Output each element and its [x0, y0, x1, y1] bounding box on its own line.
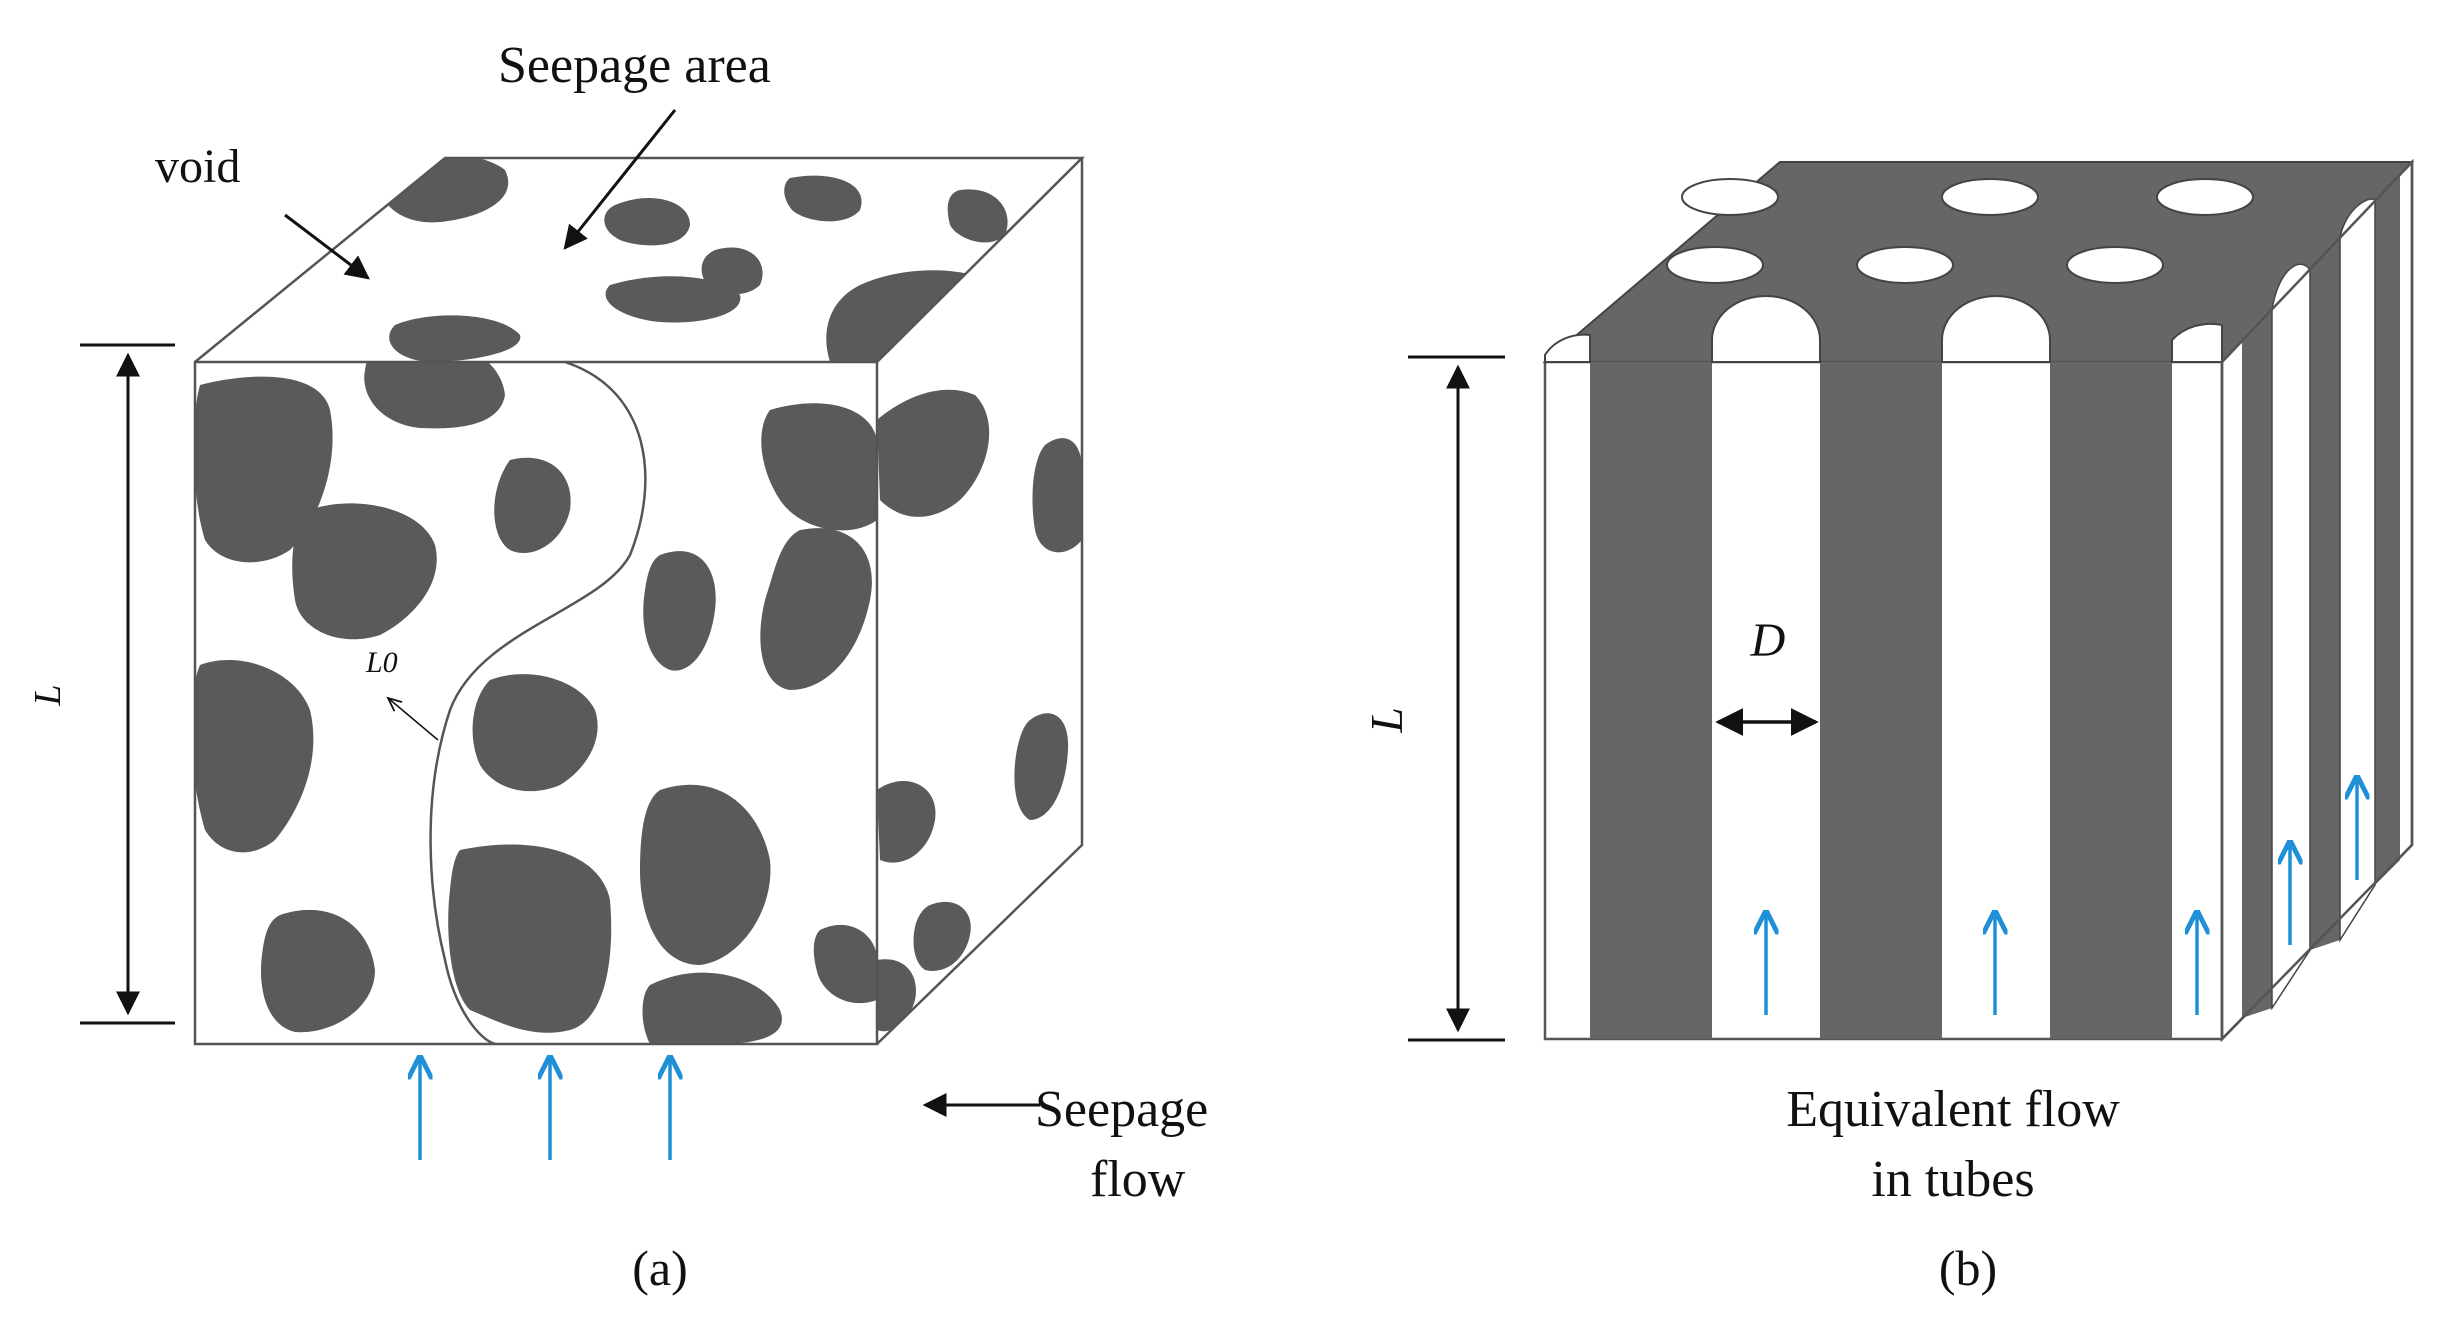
front-tube-arches [1544, 295, 2223, 363]
side-tube-arches [2271, 198, 2376, 1011]
seepage-area-label: Seepage area [498, 37, 771, 94]
top-face-tube-openings [1666, 178, 2254, 284]
seepage-flow-label-line1: Seepage [1035, 1081, 1208, 1138]
top-face-voids [379, 158, 1082, 362]
seepage-flow-label-line2: flow [1090, 1151, 1186, 1208]
void-label: void [155, 140, 240, 193]
front-solid-columns [1590, 362, 2172, 1039]
equivalent-flow-label-line1: Equivalent flow [1786, 1081, 2120, 1138]
side-face-outline [2220, 158, 2414, 1043]
path-length-label: L0 [365, 646, 398, 679]
side-face-voids [877, 389, 1082, 1032]
caption-b: (b) [1939, 1240, 1997, 1296]
length-label-b: L [1361, 707, 1412, 734]
tortuous-path [429, 360, 647, 1046]
dimension-length-b: L [1361, 355, 1505, 1042]
l0-pointer-arrow [388, 698, 439, 741]
diameter-label: D [1750, 614, 1786, 667]
dimension-length-a: L [27, 343, 175, 1025]
caption-a: (a) [632, 1240, 688, 1296]
length-label-a: L [27, 684, 69, 706]
cube-a-outline [193, 156, 1086, 1046]
seepage-area-pointer-arrow [563, 109, 677, 250]
flow-arrows-b [1766, 780, 2357, 1015]
void-pointer-arrow [284, 213, 370, 280]
equivalent-flow-label-line2: in tubes [1871, 1151, 2034, 1208]
side-solid-columns [2242, 175, 2400, 1018]
front-face-voids [195, 362, 877, 1044]
panel-a: L0 L void Seepage area Seepage flow (a) [27, 37, 1208, 1296]
panel-b: L D Equivalent flow in tubes (b) [1361, 158, 2415, 1296]
flow-arrows-a [420, 1060, 670, 1160]
